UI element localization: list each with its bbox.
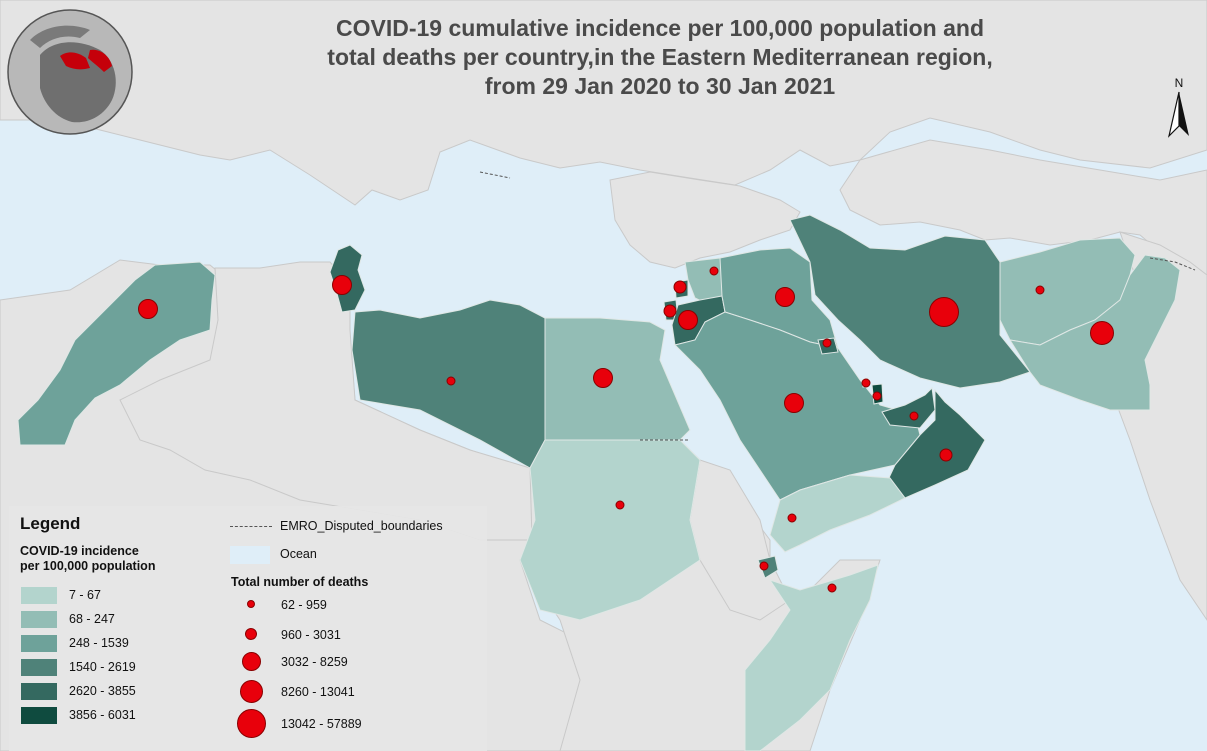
incidence-swatch	[21, 683, 57, 700]
north-arrow: N	[1164, 76, 1194, 142]
incidence-legend-title: COVID-19 incidence per 100,000 populatio…	[20, 544, 156, 573]
death-marker-jordan[interactable]	[678, 310, 698, 330]
death-marker-kuwait[interactable]	[822, 338, 832, 348]
north-label: N	[1174, 76, 1184, 90]
country-yemen[interactable]	[769, 474, 906, 553]
incidence-class-label: 3856 - 6031	[69, 708, 136, 722]
legend-title: Legend	[20, 514, 81, 533]
incidence-swatch	[21, 707, 57, 724]
death-marker-united-arab-emirates[interactable]	[909, 411, 919, 421]
death-marker-palestine[interactable]	[663, 304, 677, 318]
death-marker-pakistan[interactable]	[1090, 321, 1114, 345]
death-marker-symbol	[241, 651, 261, 671]
death-class-label: 8260 - 13041	[281, 685, 355, 699]
country-oman[interactable]	[887, 388, 986, 499]
country-somalia[interactable]	[744, 564, 879, 751]
death-marker-symbol	[239, 679, 263, 703]
death-marker-oman[interactable]	[939, 448, 953, 462]
death-marker-morocco[interactable]	[138, 299, 158, 319]
death-markers	[138, 266, 1114, 593]
title-line-1: COVID-19 cumulative incidence per 100,00…	[335, 15, 985, 41]
death-marker-tunisia[interactable]	[332, 275, 352, 295]
death-marker-djibouti[interactable]	[759, 561, 769, 571]
death-class-label: 13042 - 57889	[281, 717, 362, 731]
death-marker-lebanon[interactable]	[673, 280, 687, 294]
map-title: COVID-19 cumulative incidence per 100,00…	[240, 14, 1080, 101]
death-class-label: 3032 - 8259	[281, 655, 348, 669]
incidence-class-label: 248 - 1539	[69, 636, 129, 650]
disputed-boundaries-label: EMRO_Disputed_boundaries	[280, 519, 443, 533]
inset-emro-highlight	[60, 52, 90, 70]
incidence-class-label: 68 - 247	[69, 612, 115, 626]
emro-countries	[17, 214, 1181, 751]
death-marker-libya[interactable]	[446, 376, 456, 386]
title-line-2: total deaths per country,in the Eastern …	[327, 44, 993, 70]
incidence-swatch	[21, 587, 57, 604]
incidence-class-label: 7 - 67	[69, 588, 101, 602]
ocean-swatch	[230, 546, 270, 564]
inset-globe	[7, 9, 133, 135]
death-marker-iraq[interactable]	[775, 287, 795, 307]
legend: Legend COVID-19 incidence per 100,000 po…	[9, 506, 487, 751]
incidence-class-label: 2620 - 3855	[69, 684, 136, 698]
death-marker-sudan[interactable]	[615, 500, 625, 510]
death-marker-symbol	[245, 628, 257, 640]
death-marker-symbol	[236, 708, 266, 738]
incidence-swatch	[21, 635, 57, 652]
death-marker-iran[interactable]	[929, 297, 959, 327]
deaths-legend-title: Total number of deaths	[231, 575, 369, 589]
country-morocco[interactable]	[17, 261, 216, 446]
death-marker-syria[interactable]	[709, 266, 719, 276]
death-class-label: 960 - 3031	[281, 628, 341, 642]
death-marker-bahrain[interactable]	[861, 378, 871, 388]
ocean-label: Ocean	[280, 547, 317, 561]
death-marker-symbol	[247, 600, 255, 608]
death-class-label: 62 - 959	[281, 598, 327, 612]
death-marker-somalia[interactable]	[827, 583, 837, 593]
incidence-swatch	[21, 659, 57, 676]
incidence-swatch	[21, 611, 57, 628]
death-marker-egypt[interactable]	[593, 368, 613, 388]
north-arrow-icon	[1167, 91, 1189, 138]
death-marker-yemen[interactable]	[787, 513, 797, 523]
country-iran[interactable]	[789, 214, 1031, 389]
disputed-boundaries	[479, 171, 1196, 441]
death-marker-afghanistan[interactable]	[1035, 285, 1045, 295]
country-uae[interactable]	[881, 386, 936, 429]
death-marker-saudi-arabia[interactable]	[784, 393, 804, 413]
death-marker-qatar[interactable]	[872, 391, 882, 401]
title-line-3: from 29 Jan 2020 to 30 Jan 2021	[484, 73, 836, 99]
dashed-line-symbol	[230, 526, 272, 527]
incidence-class-label: 1540 - 2619	[69, 660, 136, 674]
country-sudan[interactable]	[519, 439, 701, 621]
